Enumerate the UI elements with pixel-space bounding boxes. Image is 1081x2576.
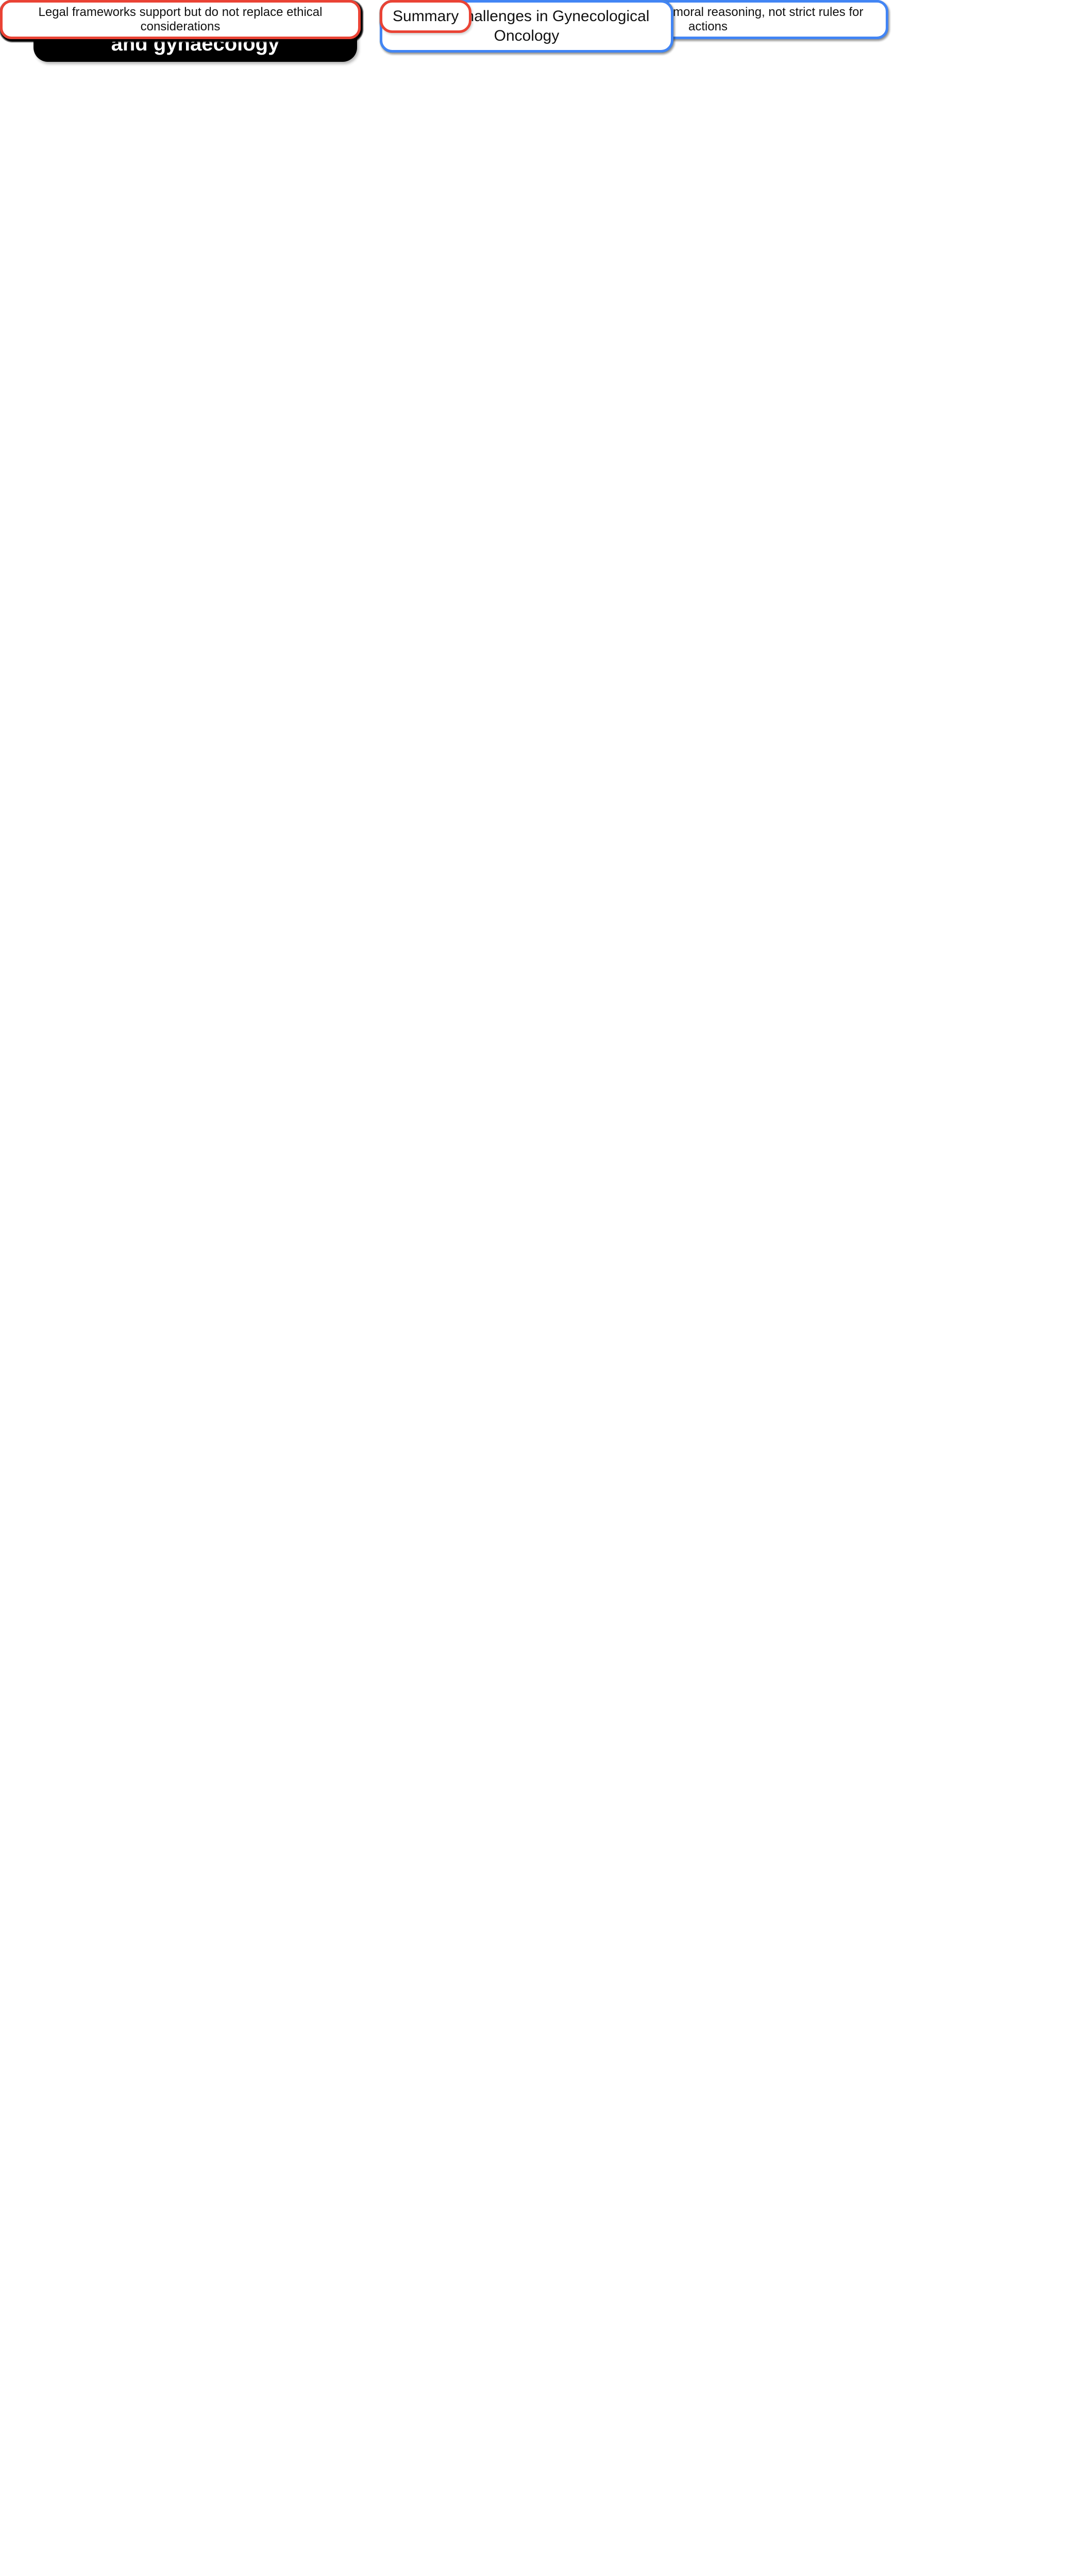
leaf-node: Legal frameworks support but do not repl… — [0, 0, 361, 39]
branch-node-summary: Summary — [380, 0, 472, 33]
